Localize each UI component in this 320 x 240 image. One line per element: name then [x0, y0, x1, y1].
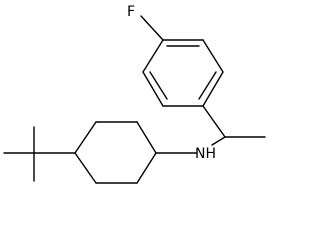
amine-nh-label: NH: [195, 146, 216, 162]
fluorophenyl-ring: [140, 15, 224, 107]
cyclohexane-ring: [74, 121, 157, 184]
cyclohexane-bond-4: [136, 152, 157, 184]
carbon-fluorine-bond: [140, 15, 164, 41]
benzene-bond-5: [202, 39, 224, 73]
nitrogen-to-ch-bond: [211, 136, 226, 146]
benzene-bond-3: [142, 39, 164, 73]
fluorine-label: F: [127, 4, 135, 20]
amine-linkage: NH: [155, 136, 226, 162]
benzene-double-bond-3: [198, 71, 217, 100]
ch-to-ring-bond: [202, 105, 226, 138]
benzene-double-bond-1: [149, 71, 168, 100]
chemical-structure-diagram: NH F: [3, 4, 266, 184]
cyclohexane-bond-3: [136, 121, 157, 154]
ethyl-linker: [202, 105, 266, 138]
cyclohexane-bond-6: [74, 152, 97, 184]
cyclohexane-bond-1: [74, 121, 97, 154]
benzene-bond-6: [202, 71, 224, 107]
benzene-bond-2: [142, 71, 164, 107]
tert-butyl-group: [3, 126, 76, 182]
